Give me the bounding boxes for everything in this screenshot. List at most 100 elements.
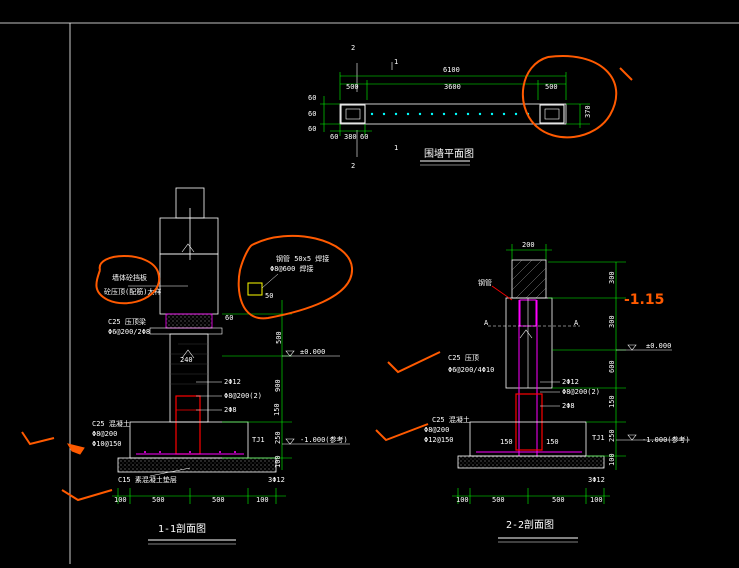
s1-dim-h-500-r: 500 xyxy=(212,496,225,504)
plan-dim-left: 500 xyxy=(346,83,359,91)
s2-footing-rebar-2: Φ12@150 xyxy=(424,436,454,444)
s2-level-zero: ±0.000 xyxy=(646,342,671,350)
s2-rebar-2: Φ8@200(2) xyxy=(562,388,600,396)
s2-c25-rebar: Φ6@200/4Φ10 xyxy=(448,366,494,374)
s2-dim-top: 200 xyxy=(522,241,535,249)
plan-pier-right-core xyxy=(544,108,560,120)
s2-footing-rebar-1: Φ8@200 xyxy=(424,426,449,434)
s1-footing-rebar-2: Φ10@150 xyxy=(92,440,122,448)
s1-level-zero: ±0.000 xyxy=(300,348,325,356)
s2-dim-v-600: 600 xyxy=(608,360,616,373)
s2-dim-h-100-l: 100 xyxy=(456,496,469,504)
s2-dim-h-100-r: 100 xyxy=(590,496,603,504)
annotation-circle-s1-left[interactable] xyxy=(95,255,161,305)
s1-dim-h-100-r: 100 xyxy=(256,496,269,504)
plan-axis-mark-bottom: 1 xyxy=(394,144,398,152)
s2-dim-150-r: 150 xyxy=(546,438,559,446)
plan-pier-right[interactable] xyxy=(539,104,565,124)
s1-rebar-2: Φ8@200(2) xyxy=(224,392,262,400)
annotation-mark-s1-2[interactable] xyxy=(66,443,85,455)
s2-upper-column[interactable] xyxy=(511,259,547,299)
s1-dim-v-60: 60 xyxy=(225,314,233,322)
s2-cushion[interactable] xyxy=(457,455,605,469)
s1-note-left-1: 墙体砼挡板 xyxy=(112,273,147,282)
s2-title: 2-2剖面图 xyxy=(506,518,554,531)
s1-dim-v-900: 900 xyxy=(274,379,282,392)
plan-pier-left[interactable] xyxy=(340,104,366,124)
plan-axis-mark-top: 1 xyxy=(394,58,398,66)
s1-dim-v-50: 50 xyxy=(265,292,273,300)
annotation-circle-s1-right[interactable] xyxy=(237,234,354,320)
plan-section-mark-bottom: 2 xyxy=(351,162,355,170)
s1-footing-rebar-1: Φ8@200 xyxy=(92,430,117,438)
s1-footing-label: C25 混凝土 xyxy=(92,419,130,428)
s2-cut-a-right: A xyxy=(574,319,579,327)
s1-dim-v-500: 500 xyxy=(275,331,283,344)
plan-bottom-dim-3: 60 xyxy=(360,133,368,141)
s1-dim-h-500-l: 500 xyxy=(152,496,165,504)
plan-right-dim: 370 xyxy=(584,105,592,118)
annotation-circle-plan[interactable] xyxy=(521,55,633,139)
section-2-2[interactable]: 200 A A 钢管 C25 压顶 Φ6@200/4Φ10 2Φ12 Φ8@20… xyxy=(375,241,690,543)
s2-dim-v-300b: 300 xyxy=(608,315,616,328)
s2-dim-h-500-r: 500 xyxy=(552,496,565,504)
s2-dim-v-300: 300 xyxy=(608,271,616,284)
s2-dim-h-500-l: 500 xyxy=(492,496,505,504)
s1-dim-v-150: 150 xyxy=(273,403,281,416)
s2-rebar-3: 2Φ8 xyxy=(562,402,575,410)
s1-note-left-2: 砼压顶(配筋)大样 xyxy=(104,287,161,296)
plan-left-dim-3: 60 xyxy=(308,125,316,133)
plan-view[interactable]: 2 2 1 1 6100 500 3600 500 xyxy=(308,44,633,170)
s1-footing[interactable] xyxy=(129,421,249,459)
s1-cushion[interactable] xyxy=(117,457,277,473)
s1-title: 1-1剖面图 xyxy=(158,522,206,535)
plan-title: 围墙平面图 xyxy=(424,147,474,160)
plan-bottom-dim-1: 60 xyxy=(330,133,338,141)
s2-rebar-1: 2Φ12 xyxy=(562,378,579,386)
s1-rebar-1: 2Φ12 xyxy=(224,378,241,386)
s1-dim-v-250: 250 xyxy=(274,431,282,444)
s2-footing-label: C25 混凝土 xyxy=(432,415,470,424)
s1-note-right-2: Φ8@600 焊接 xyxy=(270,264,314,273)
annotation-tick-s2-2[interactable] xyxy=(375,423,429,442)
s1-dim-v-100: 100 xyxy=(274,455,282,468)
s1-c25-rebar: Φ6@200/2Φ8 xyxy=(108,328,150,336)
s2-dim-3phi12: 3Φ12 xyxy=(588,476,605,484)
s2-c25-label: C25 压顶 xyxy=(448,354,479,362)
s1-rebar-3: 2Φ8 xyxy=(224,406,237,414)
plan-wall-strip[interactable] xyxy=(339,103,567,125)
s2-footing[interactable] xyxy=(469,421,587,457)
plan-left-dim-1: 60 xyxy=(308,94,316,102)
annotation-tick-s1-3[interactable] xyxy=(61,489,113,502)
plan-left-dim-2: 60 xyxy=(308,110,316,118)
s1-cushion-label: C15 素混凝土垫层 xyxy=(118,475,177,484)
s1-dim-3phi12: 3Φ12 xyxy=(268,476,285,484)
section-1-1[interactable]: 240 墙体砼挡板 砼压顶(配筋)大样 钢管 50x5 焊接 Φ8@600 焊接… xyxy=(21,187,354,545)
s2-mid-column[interactable] xyxy=(505,297,553,389)
s2-dim-150-l: 150 xyxy=(500,438,513,446)
s2-dim-v-250: 250 xyxy=(608,429,616,442)
s1-dim-h-100-l: 100 xyxy=(114,496,127,504)
s1-rebar-cage[interactable] xyxy=(175,395,201,455)
s2-cut-a-left: A xyxy=(484,319,489,327)
s2-tj-label: TJ1 xyxy=(592,434,605,442)
plan-bottom-dim-2: 380 xyxy=(344,133,357,141)
s1-coping-beam[interactable] xyxy=(165,313,213,329)
s1-dim-240: 240 xyxy=(180,356,193,364)
s1-c25-label: C25 压顶梁 xyxy=(108,317,146,326)
plan-dim-total: 6100 xyxy=(443,66,460,74)
s2-level-foot: -1.000(参考) xyxy=(642,435,690,444)
plan-dim-mid: 3600 xyxy=(444,83,461,91)
s2-dim-v-150: 150 xyxy=(608,395,616,408)
annotation-tick-s2-1[interactable] xyxy=(387,351,441,374)
s2-handwritten-note: -1.15 xyxy=(624,292,664,308)
plan-rail-dots xyxy=(370,112,530,116)
plan-dim-right: 500 xyxy=(545,83,558,91)
s1-tj-label: TJ1 xyxy=(252,436,265,444)
annotation-tick-s1-1[interactable] xyxy=(21,431,55,446)
plan-pier-left-core xyxy=(345,108,361,120)
s2-note-top: 钢管 xyxy=(478,278,492,287)
s2-dim-v-100: 100 xyxy=(608,453,616,466)
